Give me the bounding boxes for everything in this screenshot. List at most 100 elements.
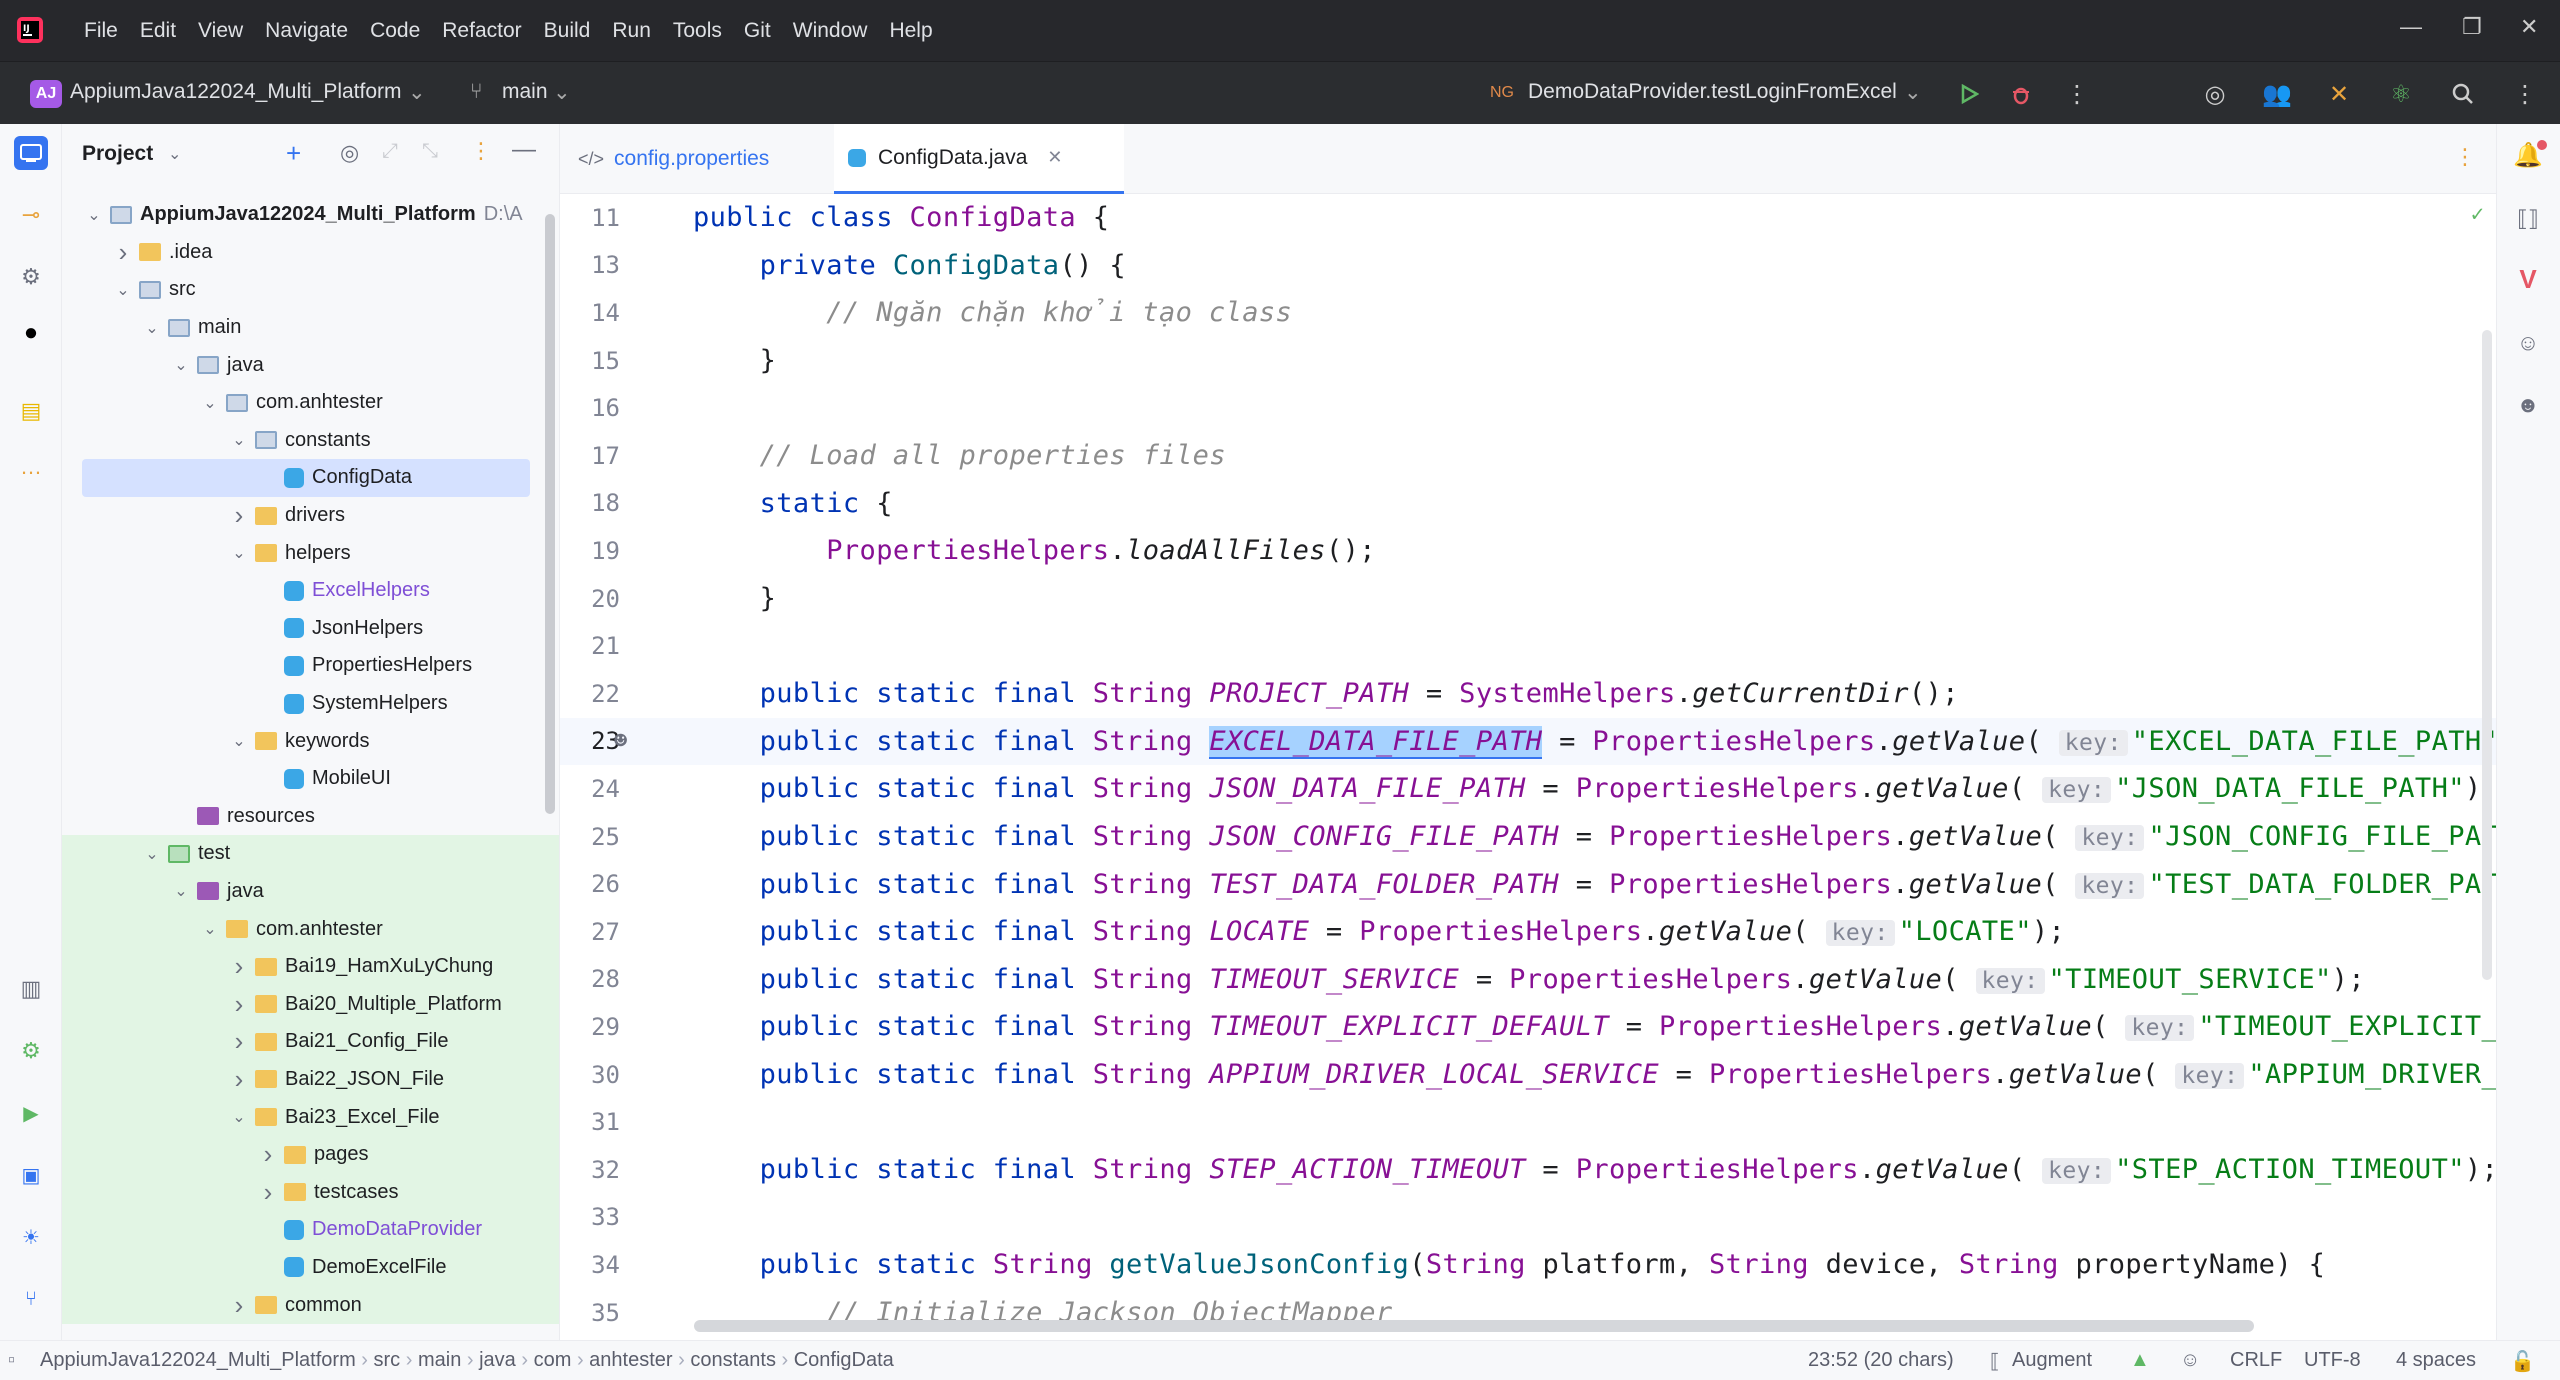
caret-position[interactable]: 23:52 (20 chars): [1808, 1349, 1954, 1371]
tree-item[interactable]: SystemHelpers: [62, 685, 559, 723]
services-icon[interactable]: ⚙: [21, 1038, 41, 1063]
code-line[interactable]: 14 // Ngăn chặn khởi tạo class: [560, 289, 2496, 337]
code-line[interactable]: 19 PropertiesHelpers.loadAllFiles();: [560, 527, 2496, 575]
search-icon[interactable]: [2446, 77, 2480, 111]
code-line[interactable]: 21: [560, 622, 2496, 670]
chevron-right-icon[interactable]: ›: [263, 1139, 273, 1170]
line-number[interactable]: 27: [591, 917, 620, 946]
close-window-icon[interactable]: ✕: [2520, 14, 2539, 39]
structure-icon[interactable]: ⚙: [21, 264, 41, 289]
chevron-down-icon[interactable]: ⌄: [116, 281, 130, 299]
chevron-down-icon[interactable]: ⌄: [553, 81, 571, 104]
project-panel-title[interactable]: Project: [82, 142, 154, 165]
chevron-down-icon[interactable]: ⌄: [232, 545, 246, 563]
git-icon[interactable]: ⑂: [25, 1287, 37, 1310]
chevron-down-icon[interactable]: ⌄: [174, 357, 188, 375]
file-encoding[interactable]: UTF-8: [2304, 1349, 2361, 1371]
menu-view[interactable]: View: [198, 18, 244, 42]
tree-item[interactable]: ⌄test: [62, 835, 559, 873]
copilot-status-icon[interactable]: ☺: [2180, 1349, 2201, 1371]
breadcrumb-item[interactable]: AppiumJava122024_Multi_Platform: [40, 1349, 356, 1371]
code-line[interactable]: 34 public static String getValueJsonConf…: [560, 1241, 2496, 1289]
chevron-right-icon[interactable]: ›: [234, 1026, 244, 1057]
breadcrumb-item[interactable]: com: [533, 1349, 572, 1371]
options-icon[interactable]: ⋮: [470, 138, 492, 163]
run-tool-icon[interactable]: ▶: [23, 1102, 39, 1125]
tree-item[interactable]: ›Bai21_Config_File: [62, 1023, 559, 1061]
menu-git[interactable]: Git: [743, 18, 771, 42]
chevron-down-icon[interactable]: ⌄: [145, 319, 159, 337]
tree-item[interactable]: ⌄constants: [62, 422, 559, 460]
menu-run[interactable]: Run: [612, 18, 651, 42]
code-line[interactable]: 24 public static final String JSON_DATA_…: [560, 765, 2496, 813]
menu-tools[interactable]: Tools: [672, 18, 722, 42]
line-number[interactable]: 33: [591, 1203, 620, 1232]
line-number[interactable]: 19: [591, 536, 620, 565]
tree-item[interactable]: ⌄java: [62, 346, 559, 384]
line-number[interactable]: 24: [591, 774, 620, 803]
database-icon[interactable]: ▤: [20, 398, 42, 423]
chevron-down-icon[interactable]: ⌄: [203, 394, 217, 412]
tree-item[interactable]: ›Bai22_JSON_File: [62, 1060, 559, 1099]
code-line[interactable]: 31: [560, 1098, 2496, 1146]
menu-refactor[interactable]: Refactor: [442, 18, 522, 42]
run-config-selector[interactable]: DemoDataProvider.testLoginFromExcel: [1528, 80, 1897, 103]
debug-icon[interactable]: [2004, 77, 2038, 111]
gutter-agent-icon[interactable]: ☻: [614, 728, 628, 754]
copilot-icon[interactable]: ☺: [2516, 330, 2540, 355]
breadcrumb-item[interactable]: src: [373, 1349, 401, 1371]
ai-assistant-icon[interactable]: ◎: [2204, 80, 2226, 108]
menu-edit[interactable]: Edit: [139, 18, 177, 42]
chevron-down-icon[interactable]: ⌄: [174, 883, 188, 901]
tree-item[interactable]: ›common: [62, 1286, 559, 1324]
tree-item[interactable]: ⌄com.anhtester: [62, 384, 559, 422]
code-with-me-icon[interactable]: 👥: [2262, 80, 2292, 108]
tree-item[interactable]: ExcelHelpers: [62, 572, 559, 610]
tree-item[interactable]: ⌄keywords: [62, 722, 559, 760]
code-line[interactable]: 13 private ConfigData() {: [560, 242, 2496, 290]
github-icon[interactable]: ●: [23, 319, 39, 346]
more-tools-icon[interactable]: …: [20, 454, 42, 479]
project-scrollbar[interactable]: [545, 214, 555, 814]
bookmarks-icon[interactable]: ▥: [20, 976, 42, 1001]
line-number[interactable]: 35: [591, 1298, 620, 1327]
run-icon[interactable]: [1952, 77, 1986, 111]
tree-item[interactable]: ›testcases: [62, 1173, 559, 1212]
line-number[interactable]: 16: [591, 394, 620, 423]
chevron-down-icon[interactable]: ⌄: [168, 146, 182, 163]
breadcrumb-item[interactable]: ConfigData: [793, 1349, 894, 1371]
chevron-down-icon[interactable]: ⌄: [232, 733, 246, 751]
line-number[interactable]: 29: [591, 1012, 620, 1041]
line-separator[interactable]: CRLF: [2230, 1349, 2283, 1371]
chevron-down-icon[interactable]: ⌄: [232, 1109, 246, 1127]
plugin-icon[interactable]: ⚛: [2390, 80, 2412, 108]
tools-icon[interactable]: ✕: [2328, 80, 2350, 108]
tree-item[interactable]: ›drivers: [62, 497, 559, 535]
tree-item[interactable]: JsonHelpers: [62, 610, 559, 648]
code-line[interactable]: 30 public static final String APPIUM_DRI…: [560, 1051, 2496, 1099]
tab-options-icon[interactable]: ⋮: [2454, 144, 2476, 169]
tree-item[interactable]: ⌄java: [62, 872, 559, 911]
line-number[interactable]: 14: [591, 298, 620, 327]
chevron-right-icon[interactable]: ›: [234, 1063, 244, 1094]
breadcrumb-item[interactable]: anhtester: [589, 1349, 673, 1371]
breadcrumb-item[interactable]: java: [479, 1349, 516, 1371]
tab-config-properties[interactable]: </> config.properties: [578, 124, 828, 194]
tree-item[interactable]: ›Bai20_Multiple_Platform: [62, 985, 559, 1024]
chevron-right-icon[interactable]: ›: [263, 1176, 273, 1207]
editor-hscrollbar[interactable]: [694, 1320, 2254, 1332]
tree-item[interactable]: DemoDataProvider: [62, 1211, 559, 1249]
chevron-right-icon[interactable]: ›: [118, 236, 128, 267]
code-line[interactable]: 16: [560, 384, 2496, 432]
branch-selector[interactable]: main: [502, 80, 548, 103]
code-line[interactable]: 33: [560, 1194, 2496, 1242]
tree-item[interactable]: ConfigData: [82, 459, 530, 497]
more-actions-icon[interactable]: ⋮: [2065, 80, 2089, 108]
code-line[interactable]: 22 public static final String PROJECT_PA…: [560, 670, 2496, 718]
hide-panel-icon[interactable]: —: [512, 136, 536, 163]
chevron-down-icon[interactable]: ⌄: [232, 432, 246, 450]
line-number[interactable]: 26: [591, 870, 620, 899]
copilot-chat-icon[interactable]: ☻: [2516, 392, 2540, 417]
